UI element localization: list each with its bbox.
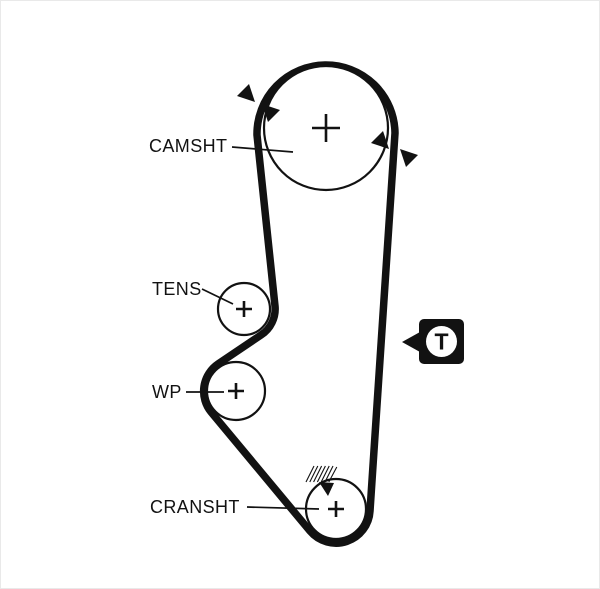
tension-marker-arrow-icon <box>402 332 420 352</box>
camshaft-leader-line <box>231 146 294 153</box>
camshaft-left-inner-arrow-icon <box>262 104 280 122</box>
camshaft-right-inner-arrow-icon <box>371 131 389 149</box>
timing-belt-path <box>199 61 399 547</box>
tensioner-leader-line <box>201 288 234 305</box>
camshaft-right-outer-arrow-icon <box>400 149 418 167</box>
crankshaft-label: CRANSHT <box>150 497 240 517</box>
tension-marker-circle <box>426 326 457 357</box>
crankshaft-plus-mark <box>328 501 344 517</box>
camshaft-left-outer-arrow-icon <box>237 84 255 102</box>
tensioner-label: TENS <box>152 279 202 299</box>
tension-marker-label: T <box>434 329 448 355</box>
camshaft-label: CAMSHT <box>149 136 227 156</box>
crankshaft-leader-line <box>246 506 320 510</box>
water-pump-plus-mark <box>228 383 244 399</box>
crankshaft-hatch-marks <box>305 465 338 483</box>
camshaft-plus-mark <box>312 114 340 142</box>
tension-marker: T <box>402 319 464 364</box>
tensioner-plus-mark <box>236 301 252 317</box>
water-pump-label: WP <box>152 382 182 402</box>
crankshaft-timing-arrow-icon <box>319 482 334 496</box>
